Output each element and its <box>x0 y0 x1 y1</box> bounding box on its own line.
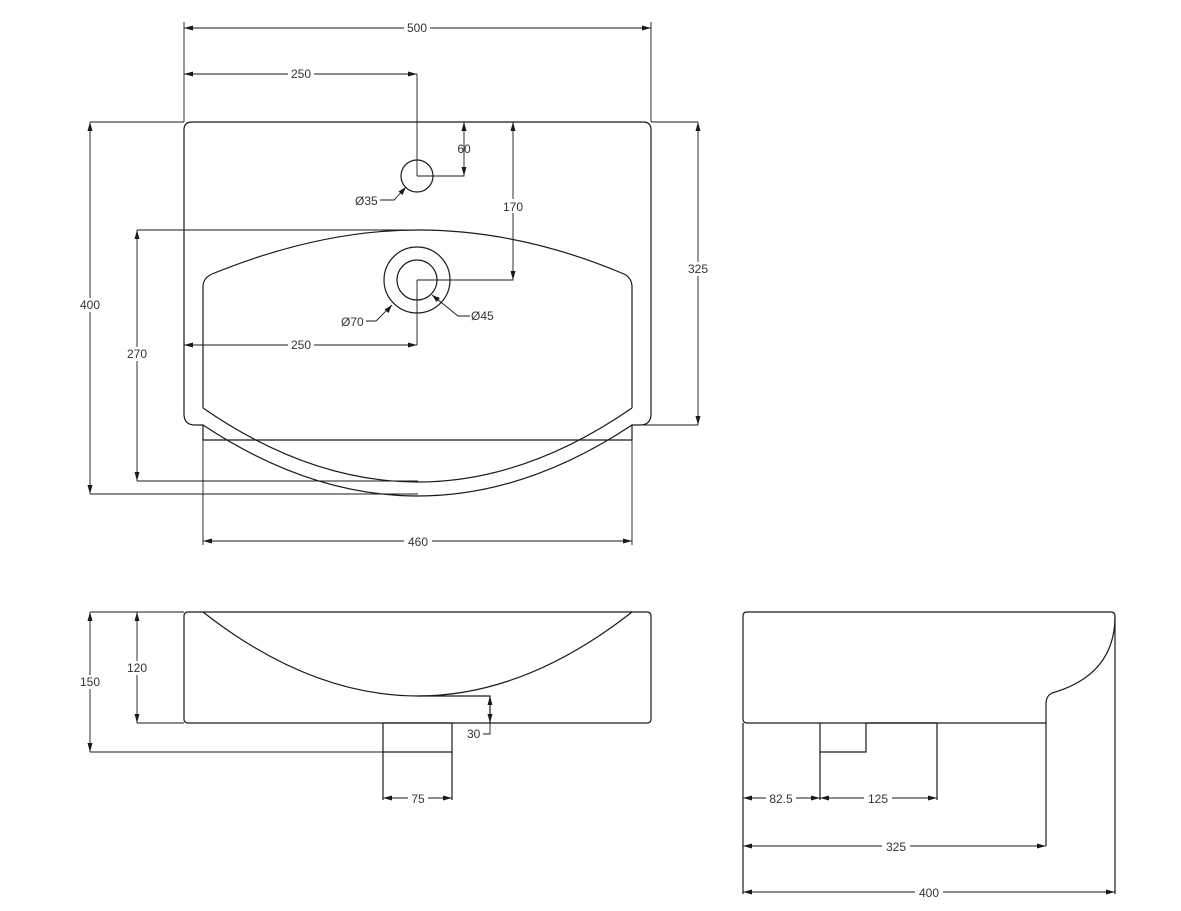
dim-body-depth: 325 <box>688 262 708 276</box>
waste-pipe <box>382 722 453 753</box>
dim-waste-width: 75 <box>411 792 425 806</box>
dim-bowl-height: 120 <box>127 661 147 675</box>
waste-outline <box>418 695 491 723</box>
dim-side-overall-depth: 400 <box>919 886 939 900</box>
dim-waste-inner-dia: Ø45 <box>471 309 494 323</box>
dim-tap-hole-dia: Ø35 <box>355 194 378 208</box>
bowl-section-curve <box>202 611 633 697</box>
front-view: 150 120 30 75 <box>77 611 652 806</box>
basin-front-outline <box>183 611 652 724</box>
side-view: 82.5 125 325 400 <box>742 611 1116 900</box>
dim-side-body-depth: 325 <box>886 840 906 854</box>
dim-waste-outer-dia: Ø70 <box>341 315 364 329</box>
basin-top-outline <box>183 121 652 441</box>
top-view: 500 250 60 Ø35 170 Ø70 Ø45 <box>77 20 713 549</box>
dim-waste-offset: 250 <box>291 338 311 352</box>
bowl-front-curve-inner <box>202 407 633 483</box>
dim-overall-depth: 400 <box>80 298 100 312</box>
dim-side-waste-offset: 82.5 <box>769 792 793 806</box>
dim-side-waste-length: 125 <box>868 792 888 806</box>
waste-side-outline <box>819 723 867 753</box>
bowl-front-curve-outer <box>202 424 633 497</box>
dim-waste-drop: 30 <box>467 727 481 741</box>
bowl-rim <box>202 229 633 408</box>
basin-side-outline <box>742 611 1116 724</box>
dim-overall-height: 150 <box>80 675 100 689</box>
dim-waste-depth: 170 <box>503 200 523 214</box>
dim-tap-hole-depth: 60 <box>457 142 471 156</box>
dim-tap-hole-offset: 250 <box>291 67 311 81</box>
dim-overall-width: 500 <box>407 21 427 35</box>
dim-bowl-depth: 270 <box>127 347 147 361</box>
dim-body-width: 460 <box>408 535 428 549</box>
